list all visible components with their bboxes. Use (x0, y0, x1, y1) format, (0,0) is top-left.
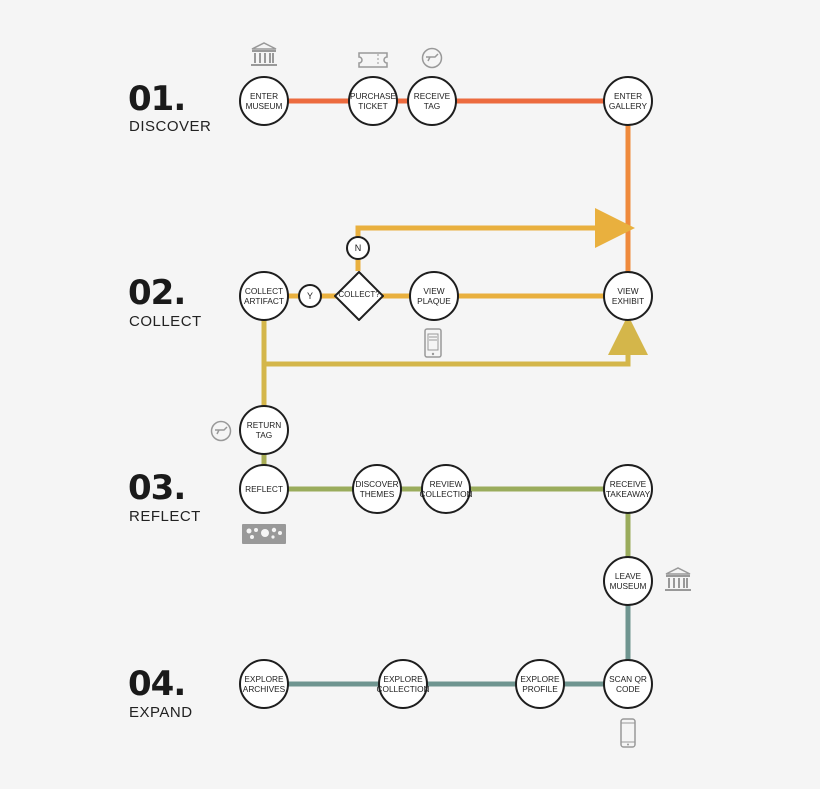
node-receive-tag: RECEIVE TAG (407, 76, 457, 126)
decision-diamond (334, 271, 384, 321)
display-icon (242, 524, 286, 544)
stage-name: EXPAND (129, 704, 193, 721)
node-collect-artifact: COLLECT ARTIFACT (239, 271, 289, 321)
tablet-icon (424, 328, 442, 358)
decision-label: COLLECT? (338, 290, 380, 299)
yes-label: Y (298, 284, 322, 308)
museum-icon (665, 567, 691, 591)
tag-icon (421, 47, 443, 69)
node-view-plaque: VIEW PLAQUE (409, 271, 459, 321)
node-return-tag: RETURN TAG (239, 405, 289, 455)
line-collect-loop (261, 296, 648, 367)
node-receive-takeaway: RECEIVE TAKEAWAY (603, 464, 653, 514)
node-scan-qr-code: SCAN QR CODE (603, 659, 653, 709)
stage-number: 04. (128, 664, 186, 704)
node-discover-themes: DISCOVER THEMES (352, 464, 402, 514)
node-view-exhibit: VIEW EXHIBIT (603, 271, 653, 321)
stage-name: COLLECT (129, 313, 202, 330)
node-review-collection: REVIEW COLLECTION (420, 464, 473, 514)
line-no-branch (355, 208, 635, 271)
node-purchase-ticket: PURCHASE TICKET (348, 76, 398, 126)
node-enter-museum: ENTER MUSEUM (239, 76, 289, 126)
stage-number: 03. (128, 468, 186, 508)
node-leave-museum: LEAVE MUSEUM (603, 556, 653, 606)
ticket-icon (358, 52, 388, 68)
no-label: N (346, 236, 370, 260)
museum-icon (251, 42, 277, 66)
stage-name: DISCOVER (129, 118, 212, 135)
node-explore-collection: EXPLORE COLLECTION (377, 659, 430, 709)
node-explore-archives: EXPLORE ARCHIVES (239, 659, 289, 709)
stage-number: 02. (128, 273, 186, 313)
node-reflect: REFLECT (239, 464, 289, 514)
tag-icon (210, 420, 232, 442)
node-enter-gallery: ENTER GALLERY (603, 76, 653, 126)
node-explore-profile: EXPLORE PROFILE (515, 659, 565, 709)
phone-icon (620, 718, 636, 748)
stage-name: REFLECT (129, 508, 201, 525)
stage-number: 01. (128, 79, 186, 119)
